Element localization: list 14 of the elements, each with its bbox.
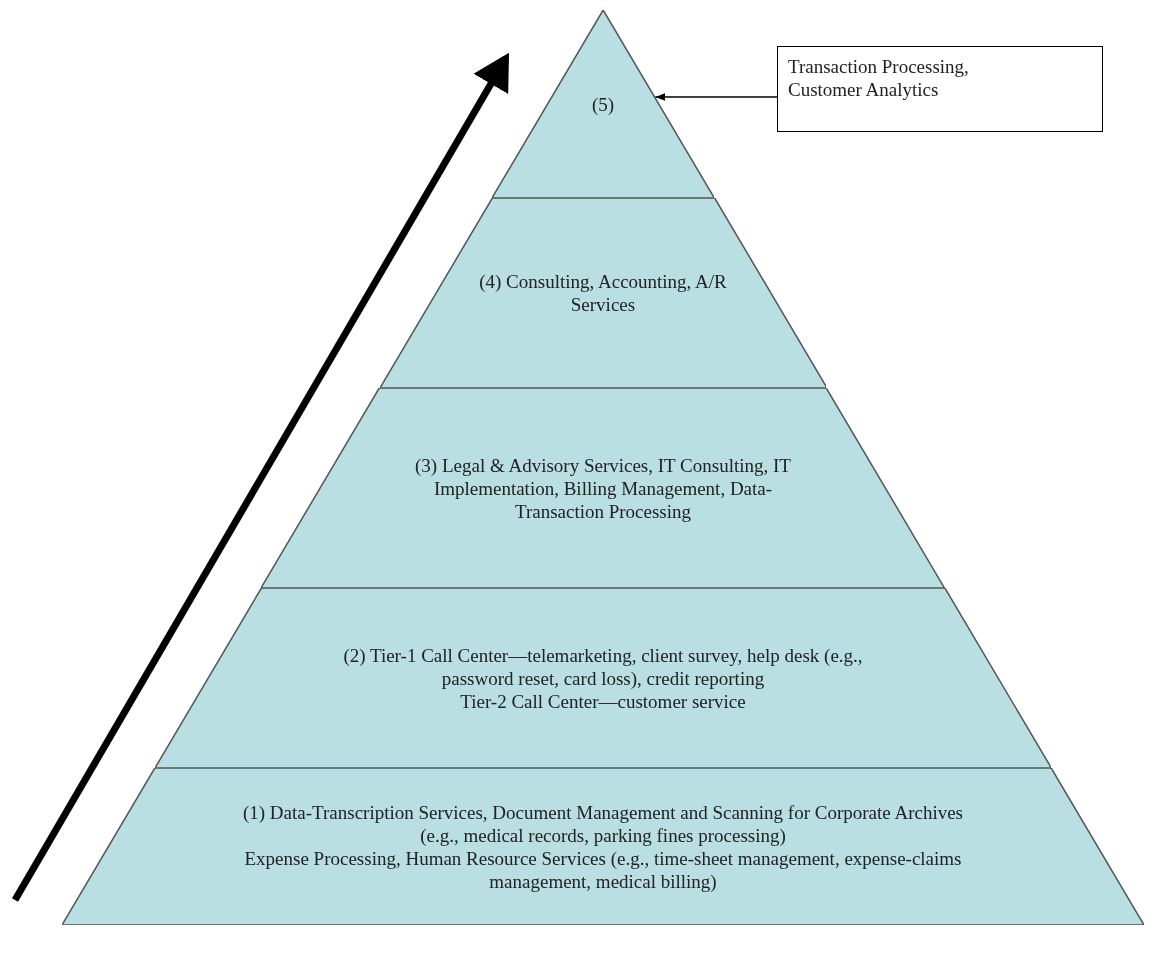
layer-text: (3) Legal & Advisory Services, IT Consulting, IT Implementation, Billing Management, Data-Transaction Processing	[414, 453, 792, 523]
callout-box	[777, 46, 1103, 132]
layer-text: (2) Tier-1 Call Center—telemarketing, client survey, help desk (e.g., password reset, card loss), credit reporting	[343, 643, 863, 690]
layer-text: Tier-2 Call Center—customer service	[460, 689, 746, 713]
pyramid-layer	[261, 388, 945, 588]
pyramid-layer	[62, 768, 1144, 925]
callout-text: Transaction Processing, Customer Analytics	[788, 55, 970, 101]
layer-text: (4) Consulting, Accounting, A/R Services	[478, 270, 728, 316]
pyramid-layer	[491, 10, 715, 198]
pyramid-layer	[154, 588, 1052, 768]
layer-text: (5)	[591, 92, 615, 116]
arrow	[654, 93, 778, 101]
layer-text: Expense Processing, Human Resource Services (e.g., time-sheet management, expense-claims management, medical billing)	[243, 846, 963, 893]
layer-text: (1) Data-Transcription Services, Document Management and Scanning for Corporate Archives (e.g., medical records, parking fines processing)	[241, 800, 964, 847]
